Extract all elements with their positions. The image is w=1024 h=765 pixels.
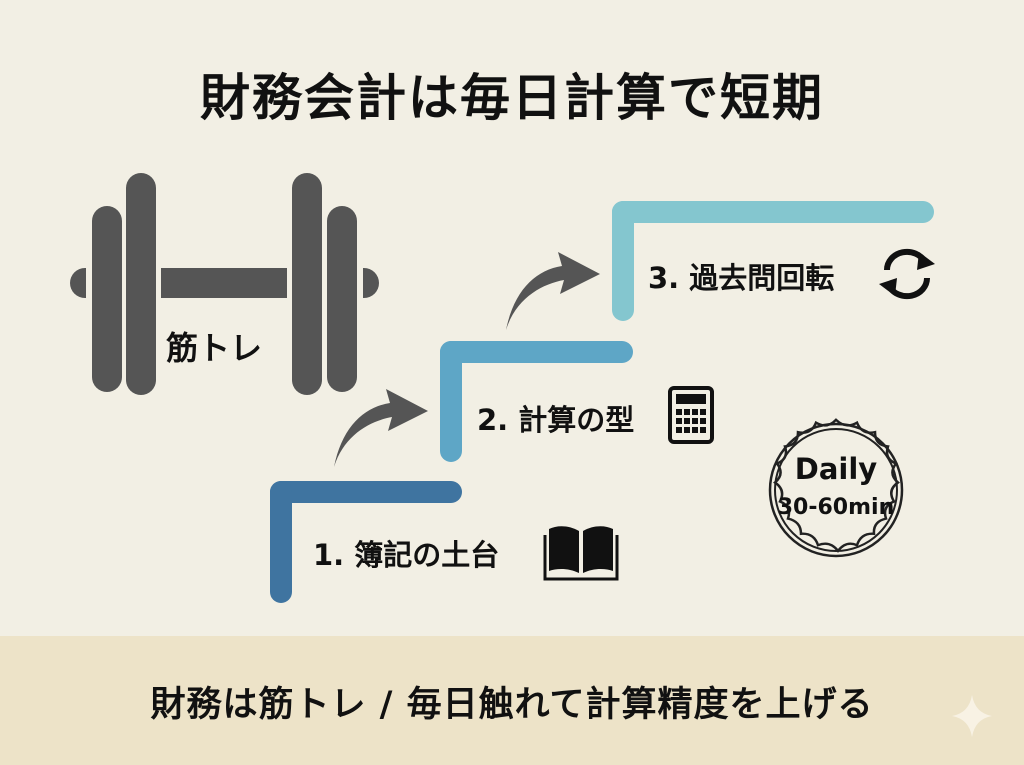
footer-banner bbox=[0, 636, 1024, 765]
step-2-label: 2. 計算の型 bbox=[477, 403, 635, 437]
seal-badge-icon bbox=[768, 418, 904, 558]
curved-arrow-icon bbox=[334, 389, 428, 467]
open-book-icon bbox=[543, 526, 619, 581]
calculator-icon bbox=[668, 386, 714, 444]
page-title: 財務会計は毎日計算で短期 bbox=[200, 69, 824, 127]
footer-text: 財務は筋トレ / 毎日触れて計算精度を上げる bbox=[150, 685, 874, 725]
dumbbell-label: 筋トレ bbox=[166, 329, 263, 367]
sparkle-icon bbox=[952, 695, 992, 737]
badge-line1: Daily bbox=[794, 452, 878, 486]
refresh-cycle-icon bbox=[879, 248, 935, 300]
step-1-label: 1. 簿記の土台 bbox=[313, 538, 500, 572]
step-3-label: 3. 過去問回転 bbox=[648, 261, 835, 295]
curved-arrow-icon bbox=[506, 252, 600, 330]
badge-line2: 30-60min bbox=[777, 495, 895, 520]
